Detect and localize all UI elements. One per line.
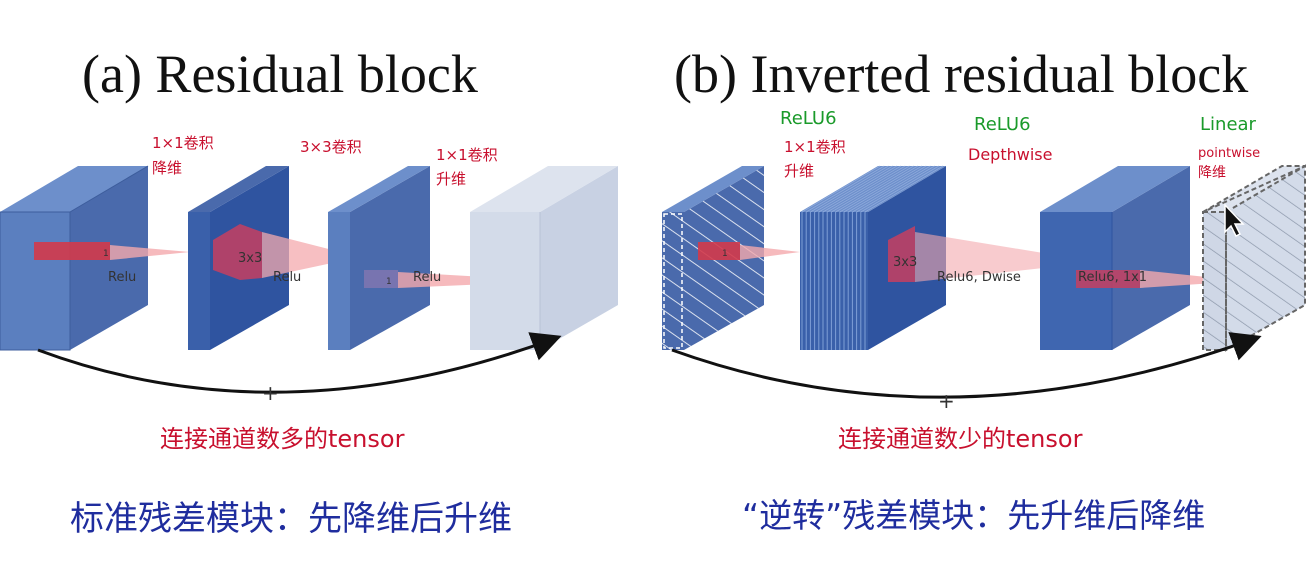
panel-a: (a) Residual block 1 Relu 3x3 Relu: [0, 44, 618, 539]
kernel-b2-label: 3x3: [893, 255, 917, 270]
kernel-a3: [364, 270, 398, 288]
slice-top-line: [818, 165, 898, 213]
slice-top-line: [831, 165, 910, 213]
block-a1-top: [0, 166, 148, 212]
block-a1-front: [0, 211, 71, 351]
panel-b: (b) Inverted residual block 1 3x3 Relu6,…: [662, 44, 1306, 535]
kernel-b2: [888, 226, 915, 282]
block-a2-top: [188, 166, 289, 212]
slice-top-line: [856, 165, 935, 213]
summary-a: 标准残差模块：先降维后升维: [70, 499, 512, 539]
slice-top-line: [801, 165, 881, 213]
relu-a2-label: Relu: [273, 270, 301, 285]
annot-a2: 3×3卷积: [300, 138, 362, 156]
block-a3: [328, 166, 430, 350]
block-b3-top: [1040, 166, 1190, 212]
annot-a1-line2: 降维: [152, 159, 182, 177]
projection-a2: [262, 232, 360, 278]
panel-a-title: (a) Residual block: [82, 44, 478, 104]
block-b2: [800, 165, 946, 350]
kernel-a1: [34, 242, 110, 260]
block-a3-top: [328, 166, 430, 212]
block-a4-top: [470, 166, 618, 212]
block-b1-top: [662, 166, 764, 212]
kernel-a3-label: 1: [386, 277, 392, 287]
slice-top-line: [814, 165, 893, 213]
projection-b2: [915, 232, 1098, 282]
relu-a3-label: Relu: [413, 270, 441, 285]
summary-b: “逆转”残差模块：先升维后降维: [742, 496, 1205, 535]
plus-b: +: [938, 389, 955, 413]
block-b3-side: [1112, 166, 1190, 350]
panel-b-title: (b) Inverted residual block: [674, 44, 1248, 104]
act-b3: Linear: [1200, 114, 1257, 135]
block-b2-slices: [801, 165, 944, 350]
block-b4: [1202, 164, 1306, 352]
annot-b1-line2: 升维: [784, 162, 814, 180]
act-b2: ReLU6: [974, 114, 1031, 135]
block-a4-front: [470, 212, 540, 350]
block-a2-front: [188, 212, 210, 350]
block-a1: [0, 165, 149, 351]
slice-top-line: [826, 165, 906, 213]
annot-a3-line1: 1×1卷积: [436, 146, 498, 164]
block-a3-side: [350, 166, 430, 350]
kernel-a1-label: 1: [103, 249, 109, 259]
slice-top-line: [839, 165, 919, 213]
projection-b1: [740, 245, 800, 260]
slice-top-line: [843, 165, 923, 213]
kernel-b1: [698, 242, 740, 260]
block-a4: [470, 166, 618, 350]
annot-b2: Depthwise: [968, 145, 1052, 164]
kernel-b3: [1076, 270, 1140, 288]
slice-top-line: [852, 165, 931, 213]
annot-a3-line2: 升维: [436, 170, 466, 188]
slice-top-line: [860, 165, 940, 213]
skip-connection-b: [671, 332, 1262, 399]
plus-a: +: [262, 381, 279, 405]
connect-note-b: 连接通道数少的tensor: [838, 425, 1083, 453]
slice-top-line: [847, 165, 927, 213]
connect-note-a: 连接通道数多的tensor: [160, 425, 405, 453]
annot-b3-line2: 降维: [1198, 165, 1226, 181]
slice-top-line: [864, 165, 944, 213]
kernel-a2: [213, 224, 262, 280]
act-b1: ReLU6: [780, 108, 837, 129]
skip-connection-a: [37, 332, 562, 394]
mouse-cursor-icon: [1224, 203, 1245, 238]
annot-a1-line1: 1×1卷积: [152, 134, 214, 152]
projection-b3: [1140, 270, 1245, 288]
kernel-b1-label: 1: [722, 249, 728, 259]
slice-top-line: [805, 165, 885, 213]
slice-top-line: [822, 165, 902, 213]
projection-a1: [110, 245, 190, 260]
annot-b1-line1: 1×1卷积: [784, 138, 846, 156]
slice-top-line: [810, 165, 889, 213]
block-a4-side: [540, 166, 618, 350]
annot-b3-line1: pointwise: [1198, 146, 1260, 161]
block-a3-front: [328, 212, 350, 350]
layer-b2-label: Relu6, Dwise: [937, 270, 1021, 285]
block-b2-top: [800, 166, 946, 212]
slice-top-line: [835, 165, 914, 213]
kernel-a2-label: 3x3: [238, 251, 262, 266]
layer-b3-label: Relu6, 1x1: [1078, 270, 1147, 285]
block-b3: [1040, 166, 1190, 350]
relu-a1-label: Relu: [108, 270, 136, 285]
